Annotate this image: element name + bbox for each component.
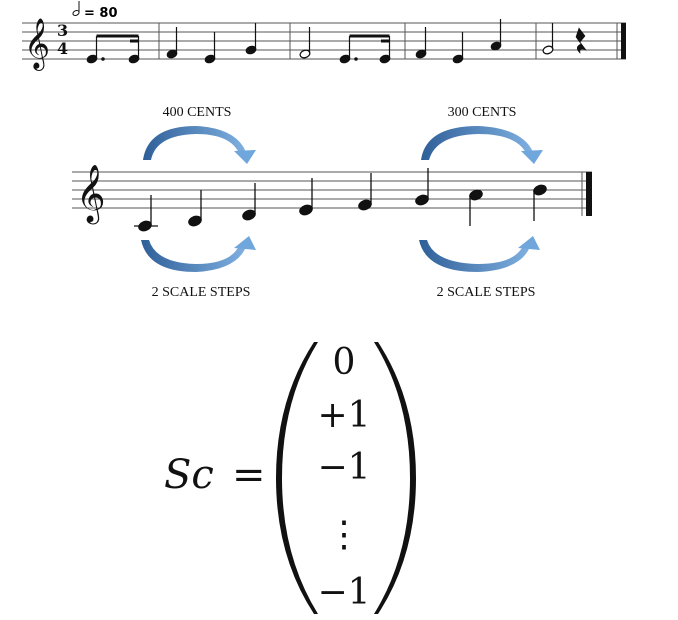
upper-left-arc-arrow (143, 126, 256, 164)
equation: Sc = 0 +1 −1 ⋮ −1 (164, 342, 416, 614)
equation-lhs: Sc (164, 452, 214, 498)
treble-clef-icon: 𝄞 (76, 164, 106, 225)
time-signature-top: 3 (57, 21, 68, 40)
vector-entry: +1 (317, 395, 370, 436)
upper-right-label: 300 CENTS (448, 105, 517, 120)
time-signature: 3 4 (57, 21, 68, 58)
melody-notes (86, 23, 257, 64)
vector-entry: 0 (333, 342, 356, 383)
left-parenthesis (276, 342, 318, 614)
treble-clef-icon: 𝄞 (24, 18, 50, 71)
quarter-rest-icon (575, 27, 587, 54)
melody-notes (542, 23, 587, 55)
tempo-marking: = 80 (72, 1, 118, 21)
right-parenthesis (374, 342, 416, 614)
final-barline (616, 23, 626, 59)
melody-notes (299, 27, 391, 64)
tempo-value: = 80 (84, 6, 118, 21)
melody-staff-lines (22, 22, 626, 60)
final-barline (581, 172, 592, 216)
scale-notes (134, 168, 547, 232)
scale-figure: 400 CENTS 300 CENTS 𝄞 (72, 105, 592, 300)
lower-right-label: 2 SCALE STEPS (437, 285, 536, 300)
vector-entry: ⋮ (326, 514, 362, 555)
equation-equals: = (232, 452, 266, 498)
upper-right-arc-arrow (421, 126, 543, 164)
vector-entry: −1 (317, 572, 370, 613)
lower-left-label: 2 SCALE STEPS (152, 285, 251, 300)
melody-staff: 𝄞 3 4 = 80 (22, 1, 626, 71)
lower-left-arc-arrow (141, 236, 256, 272)
scale-staff-lines (72, 171, 592, 209)
time-signature-bottom: 4 (57, 39, 68, 58)
melody-notes (415, 19, 502, 64)
vector-entry: −1 (317, 447, 370, 488)
lower-right-arc-arrow (419, 236, 540, 272)
upper-left-label: 400 CENTS (163, 105, 232, 120)
